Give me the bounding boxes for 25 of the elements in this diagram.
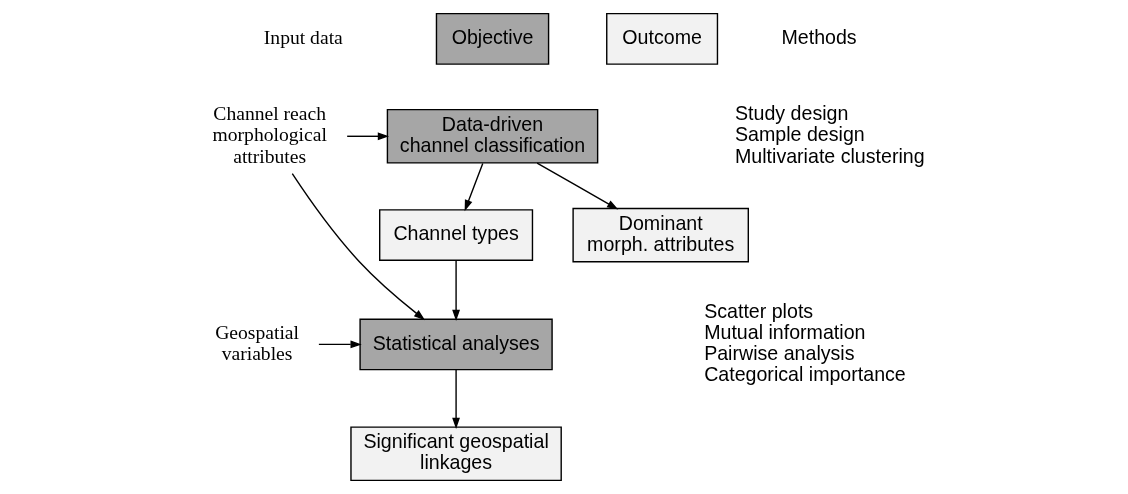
label: Mutual information — [704, 321, 866, 344]
arrow — [452, 259, 460, 322]
legend-label: Outcome — [622, 26, 702, 49]
label: Input data — [263, 27, 343, 49]
arrow — [536, 162, 619, 210]
node-text: Geospatial variables — [215, 322, 299, 365]
node-box: Channel types — [379, 209, 534, 261]
arrow — [464, 162, 484, 212]
node-box: Statistical analyses — [359, 318, 553, 371]
label: Multivariate clustering — [734, 144, 925, 167]
label: Sample design — [734, 123, 865, 146]
arrow — [346, 132, 390, 141]
arrow — [452, 369, 460, 429]
label: Pairwise analysis — [704, 342, 855, 365]
legend-label: Objective — [451, 26, 534, 49]
node-text: Channel reach morphological attributes — [212, 103, 327, 167]
arrow — [291, 172, 426, 321]
node-box: Data-driven channel classification — [386, 108, 599, 164]
label: Categorical importance — [704, 363, 906, 386]
arrow — [318, 340, 362, 349]
label: Study design — [734, 102, 849, 125]
node-box: Dominant morph. attributes — [572, 207, 749, 263]
label: Scatter plots — [704, 300, 814, 323]
label: Methods — [781, 26, 857, 49]
node-box: Significant geospatial linkages — [350, 426, 562, 482]
